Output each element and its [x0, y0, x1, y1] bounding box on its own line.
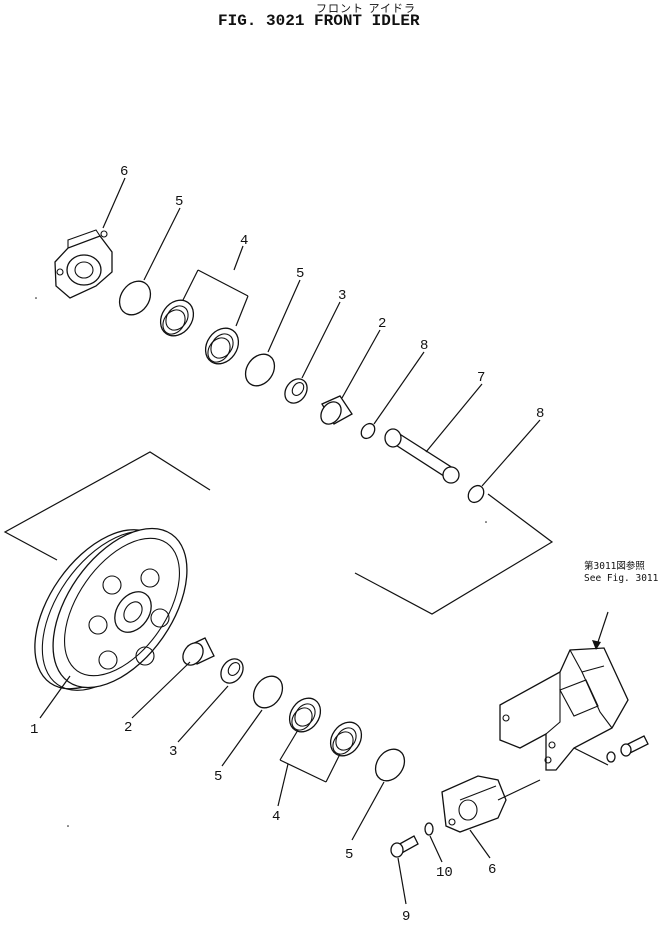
- part-4-seal-upper-a: [159, 299, 195, 337]
- callout-6-upper: 6: [120, 164, 128, 180]
- part-5-oring-3: [252, 675, 284, 709]
- figure-title: FIG. 3021 FRONT IDLER: [218, 12, 420, 30]
- callout-5-lower-right: 5: [345, 847, 353, 863]
- callout-5-upper-left: 5: [175, 194, 183, 210]
- part-4-seal-lower-a: [288, 697, 322, 733]
- part-1-idler-wheel: [34, 527, 188, 691]
- part-5-oring-1: [118, 280, 152, 316]
- callout-5-lower-left: 5: [214, 769, 222, 785]
- part-6-lower-bracket: [441, 775, 541, 833]
- yoke-washer: [606, 751, 616, 763]
- reference-note: 第3011図参照 See Fig. 3011: [584, 560, 659, 584]
- figure-title-japanese: フロント アイドラ: [316, 2, 416, 15]
- callout-3-lower: 3: [169, 744, 177, 760]
- part-8-ring-1: [360, 422, 376, 440]
- callout-1: 1: [30, 722, 38, 738]
- callout-4-lower: 4: [272, 809, 280, 825]
- leader-lines: [39, 177, 609, 905]
- idler-yoke-reference-part: [499, 647, 629, 771]
- reference-note-japanese: 第3011図参照: [584, 560, 645, 572]
- callout-2-lower: 2: [124, 720, 132, 736]
- part-8-ring-2: [467, 484, 485, 504]
- part-9-bolt: [390, 835, 419, 858]
- callout-4-upper: 4: [240, 233, 248, 249]
- speck: [35, 297, 37, 299]
- callout-2-upper: 2: [378, 316, 386, 332]
- part-3-bushing-upper: [284, 378, 308, 404]
- part-10-washer: [424, 822, 434, 836]
- part-4-seal-upper-b: [204, 327, 240, 365]
- yoke-bolt: [620, 735, 649, 757]
- callout-10: 10: [436, 865, 453, 881]
- part-7-shaft: [384, 428, 460, 484]
- part-3-bushing-lower: [220, 658, 244, 684]
- callout-8-upper: 8: [420, 338, 428, 354]
- callout-labels: 6 5 4 5 3 2 8 7 8 1 2 3 5 4 5 6 9 10: [30, 164, 544, 925]
- callout-5-upper-mid: 5: [296, 266, 304, 282]
- speck: [485, 521, 487, 523]
- callout-3-upper: 3: [338, 288, 346, 304]
- part-5-oring-2: [244, 353, 276, 387]
- assembly-outline: [3, 451, 554, 615]
- part-4-seal-lower-b: [329, 721, 363, 757]
- speck: [67, 825, 69, 827]
- callout-8-right: 8: [536, 406, 544, 422]
- part-2-bushing-lower: [182, 637, 215, 666]
- reference-note-english: See Fig. 3011: [584, 573, 659, 584]
- part-6-upper-bracket: [54, 229, 113, 299]
- part-5-oring-4: [374, 748, 406, 782]
- callout-6-lower: 6: [488, 862, 496, 878]
- callout-9: 9: [402, 909, 410, 925]
- part-2-bushing-upper: [320, 395, 353, 425]
- callout-7: 7: [477, 370, 485, 386]
